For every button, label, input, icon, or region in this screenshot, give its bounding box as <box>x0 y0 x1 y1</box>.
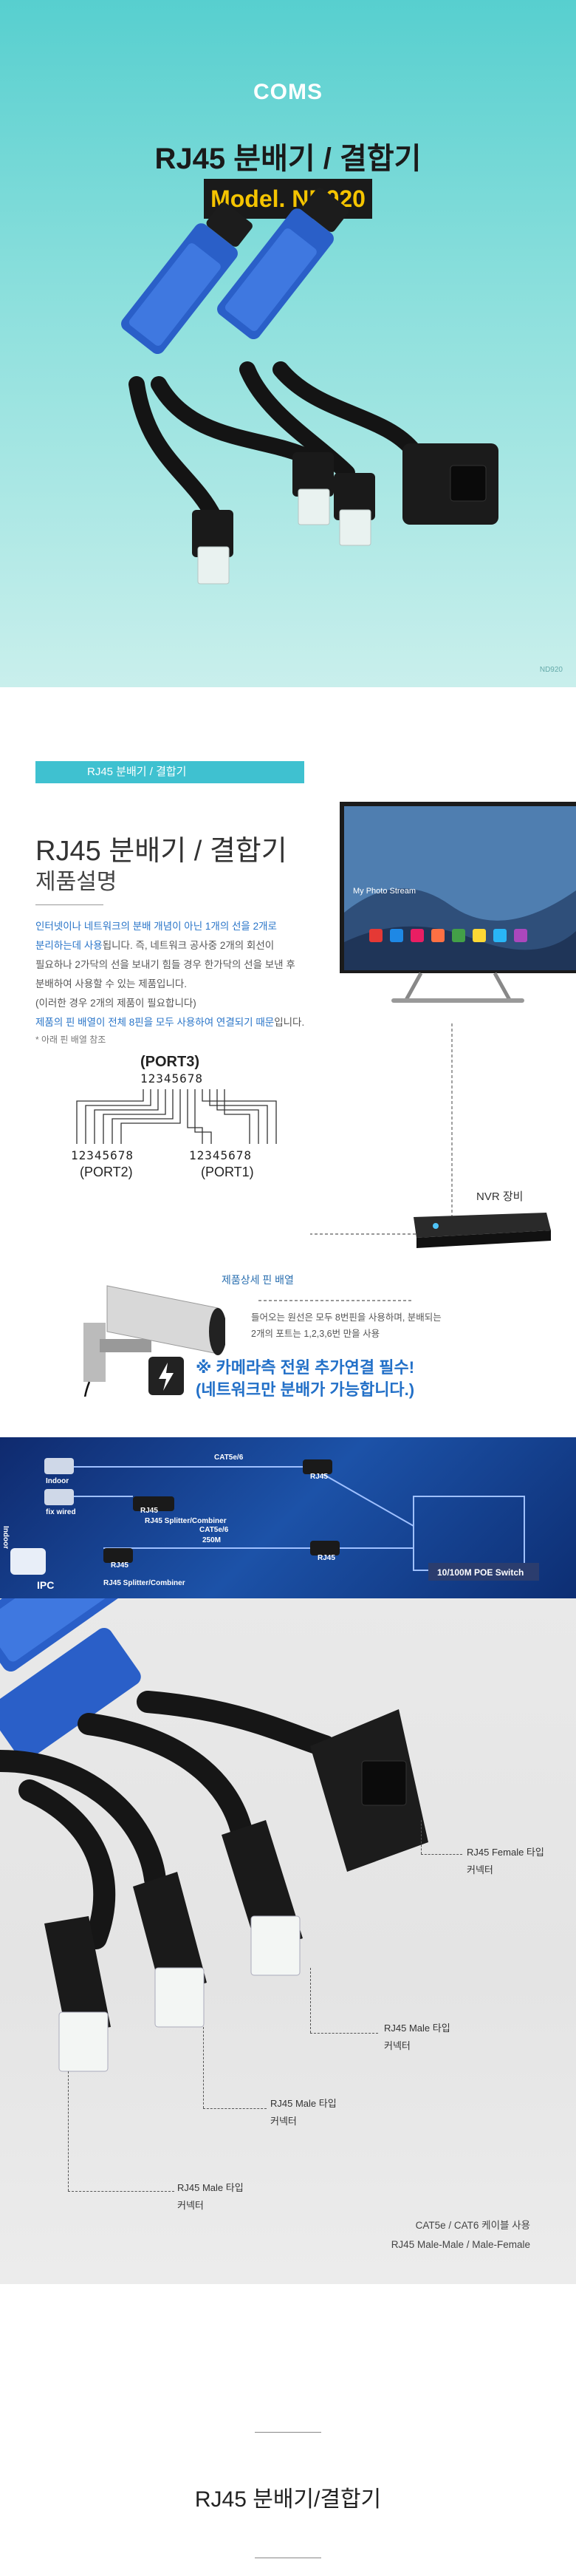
rj45-label-a: RJ45 <box>140 1507 158 1515</box>
desc-line-3: 필요하나 2가닥의 선을 보내기 힘들 경우 한가닥의 선을 보낸 후 <box>35 959 295 970</box>
footer-section: RJ45 분배기/결합기 <box>0 2284 576 2576</box>
cat-label-1: CAT5e/6 <box>214 1454 244 1462</box>
leader-female-h <box>421 1854 462 1855</box>
desc-line-1: 인터넷이나 네트워크의 분배 개념이 아닌 1개의 선을 2개로 <box>35 921 277 932</box>
leader-female-v <box>421 1820 422 1854</box>
desc-line-2-rest: 됩니다. 즉, 네트워크 공사중 2개의 회선이 <box>102 940 275 951</box>
side-label: Indoor <box>1 1526 10 1550</box>
rj45-label-c: RJ45 <box>111 1561 128 1570</box>
cable-note: CAT5e / CAT6 케이블 사용 RJ45 Male-Male / Mal… <box>391 2216 530 2255</box>
distance-label: 250M <box>202 1536 222 1544</box>
desc-line-4: 분배하여 사용할 수 있는 제품입니다. <box>35 978 188 989</box>
callout-female-line-1: RJ45 Female 타입 <box>467 1847 544 1858</box>
camera-icon <box>83 1285 225 1397</box>
callout-male-c-line-2: 커넥터 <box>177 2200 204 2211</box>
detail-section: RJ45 Female 타입 커넥터 RJ45 Male 타입 커넥터 RJ45… <box>0 1598 576 2284</box>
desc-line-5: (이러한 경우 2개의 제품이 필요합니다) <box>35 998 196 1009</box>
pin-array-tag: 제품상세 핀 배열 <box>222 1274 294 1286</box>
footer-title: RJ45 분배기/결합기 <box>194 2487 382 2512</box>
port2-pins: 12345678 <box>71 1148 134 1162</box>
leader-male-c-v <box>68 2071 69 2191</box>
network-diagram <box>10 1458 539 1581</box>
callout-male-a-line-2: 커넥터 <box>384 2040 411 2051</box>
pin-wiring-lines <box>76 1089 277 1144</box>
tv-screen-title: My Photo Stream <box>353 887 416 896</box>
title-divider <box>35 904 103 905</box>
description-subtitle: 제품설명 <box>35 870 117 894</box>
description-title: RJ45 분배기 / 결합기 <box>35 836 287 867</box>
camera-label-1: Indoor <box>46 1477 69 1485</box>
cat-label-2: CAT5e/6 <box>199 1526 229 1534</box>
power-warning-2: (네트워크만 분배가 가능합니다.) <box>196 1380 415 1399</box>
nvr-label: NVR 장비 <box>476 1190 524 1203</box>
cable-note-line-1: CAT5e / CAT6 케이블 사용 <box>415 2220 530 2231</box>
callout-male-b-line-2: 커넥터 <box>270 2116 297 2127</box>
desc-line-6-rest: 입니다. <box>274 1017 305 1028</box>
brand-logo: COMS <box>253 80 323 104</box>
section-tab-label: RJ45 분배기 / 결합기 <box>35 761 304 783</box>
hero-title: RJ45 분배기 / 결합기 <box>154 143 422 175</box>
callout-female-line-2: 커넥터 <box>467 1864 493 1875</box>
callout-male-a: RJ45 Male 타입 커넥터 <box>384 2020 450 2055</box>
leader-male-c-h <box>68 2191 174 2192</box>
detail-product-photo <box>0 1598 428 2072</box>
product-code: ND920 <box>539 666 563 674</box>
leader-male-a-h <box>310 2033 378 2034</box>
network-diagram-banner: RJ45 Splitter/Combiner RJ45 Splitter/Com… <box>0 1437 576 1598</box>
callout-female: RJ45 Female 타입 커넥터 <box>467 1844 544 1879</box>
port2-label: (PORT2) <box>80 1165 133 1179</box>
description-section: RJ45 분배기 / 결합기 RJ45 분배기 / 결합기 제품설명 인터넷이나… <box>0 687 576 1437</box>
ipc-label: IPC <box>37 1579 55 1591</box>
leader-male-a-v <box>310 1968 311 2033</box>
callout-male-b: RJ45 Male 타입 커넥터 <box>270 2095 337 2130</box>
callout-male-b-line-1: RJ45 Male 타입 <box>270 2098 337 2109</box>
nvr-device <box>414 1213 551 1248</box>
rj45-label-d: RJ45 <box>318 1554 335 1562</box>
desc-line-2-blue: 분리하는데 사용 <box>35 940 103 951</box>
callout-male-c: RJ45 Male 타입 커넥터 <box>177 2179 244 2215</box>
port3-label: (PORT3) <box>140 1054 199 1070</box>
desc-line-2: 분리하는데 사용됩니다. 즉, 네트워크 공사중 2개의 회선이 <box>35 937 274 952</box>
hero-section: COMS RJ45 분배기 / 결합기 Model. ND920 <box>0 0 576 687</box>
desc-line-6-blue: 제품의 핀 배열이 전체 8핀을 모두 사용하여 연결되기 때문 <box>35 1017 275 1028</box>
pin-desc-2: 2개의 포트는 1,2,3,6번 만을 사용 <box>251 1329 380 1339</box>
port1-pins: 12345678 <box>189 1148 253 1162</box>
rj45-label-b: RJ45 <box>310 1473 328 1481</box>
product-photo <box>121 187 498 585</box>
leader-male-b-h <box>203 2108 267 2109</box>
pin-desc-1: 들어오는 원선은 모두 8번핀을 사용하며, 분배되는 <box>251 1312 442 1323</box>
power-warning-1: ※ 카메라측 전원 추가연결 필수! <box>196 1358 415 1377</box>
callout-male-a-line-1: RJ45 Male 타입 <box>384 2023 450 2034</box>
tv-illustration <box>340 802 576 1003</box>
splitter-label-1: RJ45 Splitter/Combiner <box>145 1517 227 1525</box>
splitter-label-2: RJ45 Splitter/Combiner <box>103 1579 185 1587</box>
desc-line-6: 제품의 핀 배열이 전체 8핀을 모두 사용하여 연결되기 때문입니다. <box>35 1014 304 1029</box>
camera-label-2: fix wired <box>46 1508 76 1516</box>
pin-note: * 아래 핀 배열 참조 <box>35 1035 106 1045</box>
power-adapter-icon <box>148 1357 184 1395</box>
port3-pins: 12345678 <box>140 1071 204 1086</box>
port1-label: (PORT1) <box>201 1165 254 1179</box>
footer-rule-top <box>255 2432 321 2433</box>
leader-male-b-v <box>203 2027 204 2108</box>
switch-label: 10/100M POE Switch <box>437 1567 524 1578</box>
cable-note-line-2: RJ45 Male-Male / Male-Female <box>391 2239 530 2250</box>
callout-male-c-line-1: RJ45 Male 타입 <box>177 2182 244 2193</box>
